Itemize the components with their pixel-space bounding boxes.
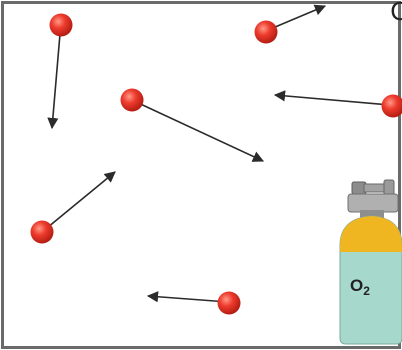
oxygen-molecule [254, 20, 278, 44]
velocity-arrow [47, 33, 61, 130]
velocity-arrow [146, 291, 229, 303]
velocity-arrow [267, 4, 327, 31]
molecules [30, 13, 402, 315]
cropped-edge-glyph: C [390, 0, 402, 26]
oxygen-molecule [49, 13, 73, 37]
valve-arm [363, 183, 387, 193]
cylinder-neck [360, 210, 384, 218]
cylinder-label: O2 [350, 276, 370, 298]
oxygen-molecule [217, 291, 241, 315]
velocity-arrow [133, 100, 265, 162]
oxygen-molecule [381, 94, 402, 118]
velocity-arrows [41, 4, 391, 303]
valve-body [347, 193, 399, 213]
oxygen-cylinder: O2 [339, 179, 402, 345]
velocity-arrow [41, 171, 116, 233]
velocity-arrow [273, 90, 391, 106]
oxygen-molecule [120, 88, 144, 112]
oxygen-molecule [30, 220, 54, 244]
cylinder-shoulder [340, 216, 402, 252]
